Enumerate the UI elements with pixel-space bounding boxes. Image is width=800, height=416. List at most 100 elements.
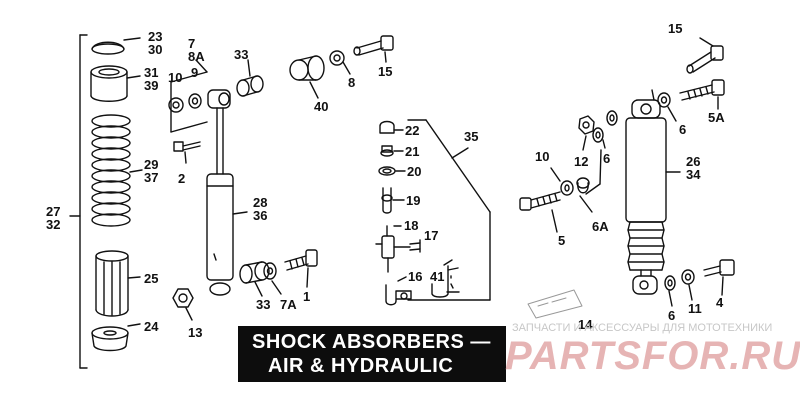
bolt-5-part (519, 191, 561, 233)
callout-5a: 5A (708, 110, 725, 125)
washer-6-c (664, 275, 676, 307)
callout-17: 17 (424, 228, 439, 243)
callout-27-32-text: 27 32 (46, 204, 61, 232)
bolt-2-part (173, 141, 201, 164)
callout-21: 21 (405, 144, 420, 159)
spring-guide-part (95, 250, 141, 317)
callout-33-bottom: 33 (256, 297, 271, 312)
callout-26-34-text: 26 34 (686, 154, 701, 182)
callout-10-right: 10 (535, 149, 550, 164)
bracket-7-8a (170, 59, 208, 133)
callout-10-top: 10 (168, 70, 183, 85)
callout-26-34: 26 34 (686, 155, 700, 181)
callout-13: 13 (188, 325, 203, 340)
callout-7-8a: 7 8A (188, 37, 205, 63)
callout-35: 35 (464, 129, 479, 144)
callout-6a: 6A (592, 219, 609, 234)
bolt-5a (679, 79, 725, 110)
spacer-6a (576, 177, 593, 213)
group-bracket-27-32 (69, 34, 88, 369)
elbow-fitting-16 (385, 276, 412, 306)
callout-7-8a-text: 7 8A (188, 36, 205, 64)
bolt-15-top (353, 35, 394, 63)
callout-28-36-text: 28 36 (253, 195, 268, 223)
callout-16: 16 (408, 269, 423, 284)
shock-top-eye-part (207, 89, 231, 175)
callout-23-30: 23 30 (148, 30, 162, 56)
callout-20: 20 (407, 164, 422, 179)
callout-15-right: 15 (668, 21, 683, 36)
callout-28-36: 28 36 (253, 196, 267, 222)
bracket-6a-line (585, 149, 602, 195)
callout-6-c: 6 (668, 308, 676, 323)
tee-fitting-18 (375, 225, 411, 273)
spring-cup-part (90, 65, 141, 102)
decal-14-part (527, 289, 583, 319)
bolt-15-right (686, 37, 724, 74)
shock-right-top-eye (631, 89, 661, 119)
valve-cap-22 (379, 120, 404, 134)
callout-31-39-text: 31 39 (144, 65, 159, 93)
callout-6-a: 6 (603, 151, 611, 166)
callout-5: 5 (558, 233, 566, 248)
bolt-4-part (703, 259, 735, 296)
fitting-17 (409, 239, 421, 253)
valve-stem-19 (381, 187, 405, 214)
bolt-1-part (284, 249, 318, 288)
washer-7a-part (263, 262, 282, 295)
callout-41: 41 (430, 269, 445, 284)
washer-9 (188, 93, 202, 109)
callout-11: 11 (688, 301, 702, 316)
callout-19: 19 (406, 193, 421, 208)
washer-6-a (606, 110, 618, 126)
valve-kit-bracket-35 (407, 119, 491, 301)
washer-8-part (329, 50, 351, 75)
callout-33-top: 33 (234, 47, 249, 62)
callout-29-37-text: 29 37 (144, 157, 159, 185)
o-ring-20 (378, 166, 406, 176)
callout-23-30-text: 23 30 (148, 29, 163, 57)
callout-40: 40 (314, 99, 329, 114)
shock-right-body-part (625, 117, 681, 223)
washer-10-right (550, 167, 574, 196)
washer-11 (681, 269, 695, 301)
callout-29-37: 29 37 (144, 158, 158, 184)
callout-6-b: 6 (679, 122, 687, 137)
callout-1: 1 (303, 289, 311, 304)
nut-12-part (578, 115, 595, 151)
callout-8: 8 (348, 75, 356, 90)
cap-ring-part (91, 37, 141, 55)
washer-6-right-top (657, 92, 677, 122)
shock-right-boot-part (627, 221, 665, 295)
shock-body-part (206, 173, 248, 296)
bushing-33-bottom (239, 261, 270, 297)
callout-22: 22 (405, 123, 420, 138)
callout-7a: 7A (280, 297, 297, 312)
callout-31-39: 31 39 (144, 66, 158, 92)
title-line-2: AIR & HYDRAULIC (268, 355, 454, 377)
callout-4: 4 (716, 295, 724, 310)
hose-41 (431, 259, 460, 298)
diagram-title-box: SHOCK ABSORBERS — AIR & HYDRAULIC (238, 326, 506, 382)
callout-27-32: 27 32 (46, 205, 60, 231)
bottom-cup-part (91, 323, 141, 352)
washer-6-b (592, 127, 606, 149)
watermark-logo: PARTSFOR.RU (505, 334, 800, 378)
callout-2: 2 (178, 171, 186, 186)
callout-15-top: 15 (378, 64, 393, 79)
callout-9: 9 (191, 65, 199, 80)
callout-24: 24 (144, 319, 159, 334)
washer-10-top (168, 97, 184, 113)
sleeve-40-part (289, 55, 325, 99)
nut-13-part (172, 288, 194, 321)
watermark-tagline: ЗАПЧАСТИ И АКСЕССУАРЫ ДЛЯ МОТОТЕХНИКИ (512, 322, 773, 334)
bushing-33-top (236, 59, 264, 97)
callout-12: 12 (574, 154, 589, 169)
callout-14: 14 (578, 317, 593, 332)
title-line-1: SHOCK ABSORBERS — (252, 331, 491, 353)
valve-core-21 (380, 145, 404, 157)
callout-25: 25 (144, 271, 159, 286)
coil-spring-part (91, 114, 143, 227)
